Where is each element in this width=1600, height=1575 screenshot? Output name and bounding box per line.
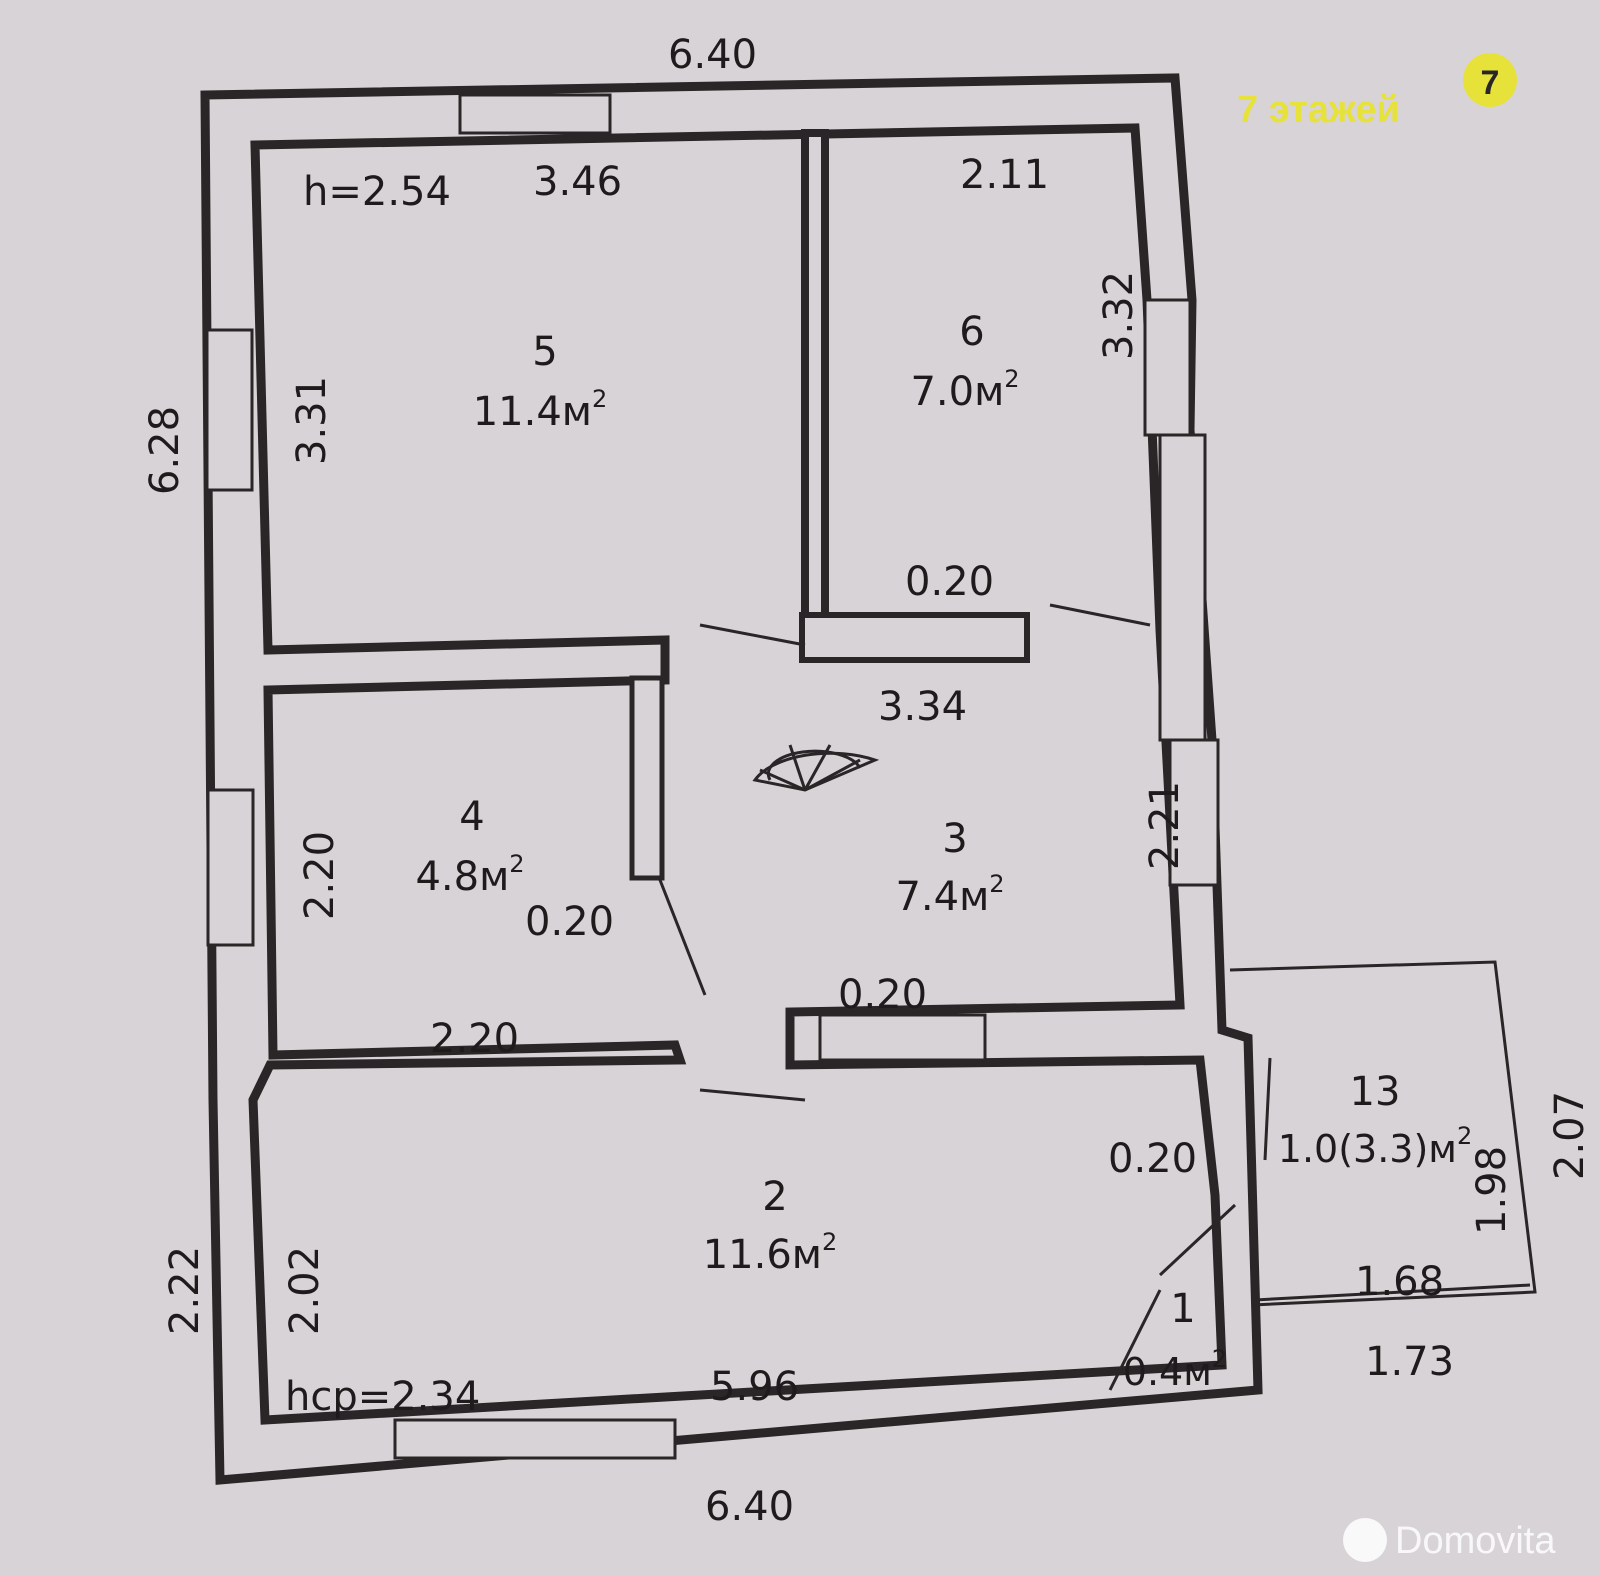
stair-fan-symbol bbox=[752, 744, 880, 792]
window-right-lower bbox=[1168, 738, 1220, 887]
wall-room5-room6 bbox=[801, 129, 829, 632]
dim-wall-room3: 0.20 bbox=[838, 972, 927, 1018]
porch-outline bbox=[1229, 960, 1537, 1307]
dim-porch-inner-height: 1.98 bbox=[1469, 1146, 1515, 1235]
room-number: 4 bbox=[459, 794, 484, 840]
svg-text:11.4м2: 11.4м2 bbox=[473, 385, 608, 435]
room-6-label: 6 7.0м2 bbox=[910, 309, 1019, 415]
room-number: 2 bbox=[762, 1174, 787, 1220]
window-right-upper bbox=[1143, 298, 1192, 437]
room-3-label: 3 7.4м2 bbox=[895, 816, 1004, 920]
area-superscript: 2 bbox=[822, 1228, 837, 1256]
room-area: 7.4м bbox=[895, 874, 989, 920]
ceiling-height-lower: hcp=2.34 bbox=[285, 1374, 480, 1420]
dim-porch-outer-height: 2.07 bbox=[1547, 1091, 1593, 1180]
room-area: 4.8м bbox=[415, 854, 509, 900]
dim-left-outer-lower: 2.22 bbox=[162, 1246, 208, 1335]
window-left-upper bbox=[205, 328, 254, 492]
area-superscript: 2 bbox=[592, 385, 607, 413]
dim-left-outer-upper: 6.28 bbox=[142, 406, 188, 495]
room-5-label: 5 11.4м2 bbox=[473, 329, 608, 435]
dim-bottom-outer: 6.40 bbox=[705, 1484, 794, 1530]
area-superscript: 2 bbox=[989, 870, 1004, 898]
brand-text: 7 этажей bbox=[1237, 89, 1400, 131]
room-2-label: 2 11.6м2 bbox=[703, 1174, 838, 1278]
room-1-label: 1 0.4м2 bbox=[1123, 1286, 1227, 1394]
room-area: 1.0(3.3)м bbox=[1278, 1127, 1457, 1171]
dim-room2-height: 2.02 bbox=[282, 1246, 328, 1335]
room-area: 11.6м bbox=[703, 1232, 822, 1278]
room-number: 13 bbox=[1350, 1069, 1401, 1115]
svg-text:4.8м2: 4.8м2 bbox=[415, 850, 524, 900]
room-number: 1 bbox=[1170, 1286, 1195, 1332]
dim-hall-width: 3.34 bbox=[878, 684, 967, 730]
room-number: 5 bbox=[532, 329, 557, 375]
dim-room6-height: 3.32 bbox=[1096, 271, 1142, 360]
brand-badge-icon bbox=[1463, 53, 1517, 107]
brand-badge-number: 7 bbox=[1481, 64, 1500, 102]
room-area: 0.4м bbox=[1123, 1350, 1212, 1394]
area-superscript: 2 bbox=[1457, 1122, 1472, 1150]
dim-room4-height: 2.20 bbox=[297, 831, 343, 920]
svg-text:0.4м2: 0.4м2 bbox=[1123, 1345, 1227, 1394]
area-superscript: 2 bbox=[1004, 365, 1019, 393]
area-superscript: 2 bbox=[509, 850, 524, 878]
svg-text:11.6м2: 11.6м2 bbox=[703, 1228, 838, 1278]
dim-porch-inner-width: 1.68 bbox=[1355, 1259, 1444, 1305]
domovita-watermark: Domovita bbox=[1343, 1518, 1556, 1562]
dim-top-outer: 6.40 bbox=[668, 32, 757, 78]
room-number: 3 bbox=[942, 816, 967, 862]
window-hall-bottom bbox=[818, 1013, 987, 1062]
dim-room5-width: 3.46 bbox=[533, 159, 622, 205]
window-bottom bbox=[393, 1418, 677, 1460]
door-swings bbox=[658, 603, 1272, 1391]
room-13-label: 13 1.0(3.3)м2 bbox=[1278, 1069, 1472, 1171]
window-top bbox=[458, 93, 612, 135]
area-superscript: 2 bbox=[1212, 1345, 1227, 1373]
room-area: 11.4м bbox=[473, 389, 592, 435]
room-4-label: 4 4.8м2 bbox=[415, 794, 524, 900]
svg-text:7.0м2: 7.0м2 bbox=[910, 365, 1019, 415]
wall-room4-right bbox=[629, 675, 665, 881]
ceiling-height-main: h=2.54 bbox=[303, 169, 451, 215]
room-number: 6 bbox=[959, 309, 984, 355]
windows bbox=[205, 93, 1220, 1460]
watermark-logo-icon bbox=[1343, 1518, 1387, 1562]
porch-inner bbox=[1254, 1283, 1531, 1302]
dim-room3-height: 2.21 bbox=[1142, 781, 1188, 870]
dim-porch-outer-width: 1.73 bbox=[1365, 1339, 1454, 1385]
dim-wall-room4: 0.20 bbox=[525, 899, 614, 945]
svg-text:7.4м2: 7.4м2 bbox=[895, 870, 1004, 920]
dim-room6-width: 2.11 bbox=[960, 152, 1049, 198]
window-left-lower bbox=[206, 788, 255, 947]
wall-room6-bottom bbox=[799, 612, 1030, 663]
brand-logo: 7 этажей 7 bbox=[1237, 53, 1517, 131]
dim-room5-height: 3.31 bbox=[289, 376, 335, 465]
room-area: 7.0м bbox=[910, 369, 1004, 415]
dim-room4-width: 2.20 bbox=[430, 1016, 519, 1062]
exterior-walls bbox=[200, 73, 1263, 1485]
dim-room2-width: 5.96 bbox=[710, 1364, 799, 1410]
dim-wall-room1: 0.20 bbox=[1108, 1136, 1197, 1182]
watermark-text: Domovita bbox=[1395, 1520, 1556, 1562]
window-right-middle bbox=[1158, 433, 1207, 742]
svg-text:1.0(3.3)м2: 1.0(3.3)м2 bbox=[1278, 1122, 1472, 1171]
dim-wall-room6: 0.20 bbox=[905, 559, 994, 605]
